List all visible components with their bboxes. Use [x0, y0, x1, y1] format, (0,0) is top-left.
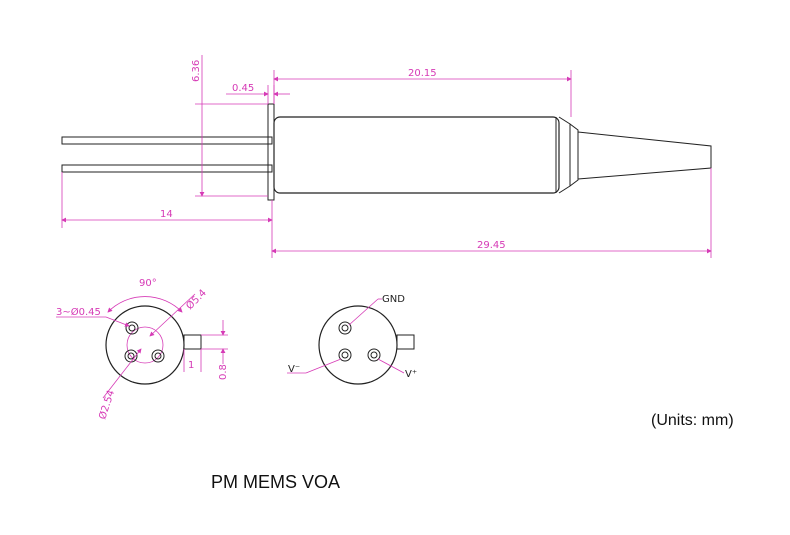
side-view: 6.36 0.45 20.15 14 29.45: [61, 55, 712, 258]
dim-pin-spacing-text: 6.36: [191, 60, 202, 82]
dim-pin-spacing: 6.36: [191, 55, 268, 197]
pin-key-tab: [396, 334, 415, 350]
gnd-label: GND: [382, 294, 405, 305]
nose: [558, 116, 571, 194]
dim-body-dia-text: Ø2.54: [96, 389, 117, 421]
dim-pin-circle-text: Ø5.4: [184, 287, 209, 312]
dim-angle-text: 90°: [139, 278, 157, 289]
pin-view: GND V⁻ V⁺: [287, 294, 417, 385]
dim-flange-text: 0.45: [232, 83, 254, 94]
dim-pin-length-text: 14: [160, 209, 173, 220]
upper-pin: [61, 136, 273, 145]
front-key-tab: [183, 334, 202, 350]
front-view: 90° 3~Ø0.45 Ø5.4 Ø2.54 0.8 1: [56, 278, 229, 421]
dim-tab-width-text: 1: [188, 360, 194, 371]
dim-overall-length: 29.45: [271, 168, 712, 258]
dim-body-length-text: 20.15: [408, 68, 437, 79]
pin-body-outline: [318, 305, 398, 385]
dim-flange: 0.45: [226, 83, 290, 104]
lower-pin: [61, 164, 273, 173]
flange: [267, 103, 275, 201]
vminus-label: V⁻: [288, 364, 300, 375]
dim-pins-text: 3~Ø0.45: [56, 306, 101, 318]
dim-overall-length-text: 29.45: [477, 240, 506, 251]
main-body: [273, 116, 560, 194]
units-note: (Units: mm): [651, 412, 734, 429]
front-body-outline: [105, 305, 185, 385]
product-title: PM MEMS VOA: [211, 472, 341, 492]
dim-tab-height-text: 0.8: [218, 364, 229, 380]
fiber-boot: [577, 131, 712, 180]
dim-body-length: 20.15: [273, 68, 572, 117]
vplus-label: V⁺: [405, 369, 417, 380]
dim-pin-length: 14: [61, 172, 273, 258]
